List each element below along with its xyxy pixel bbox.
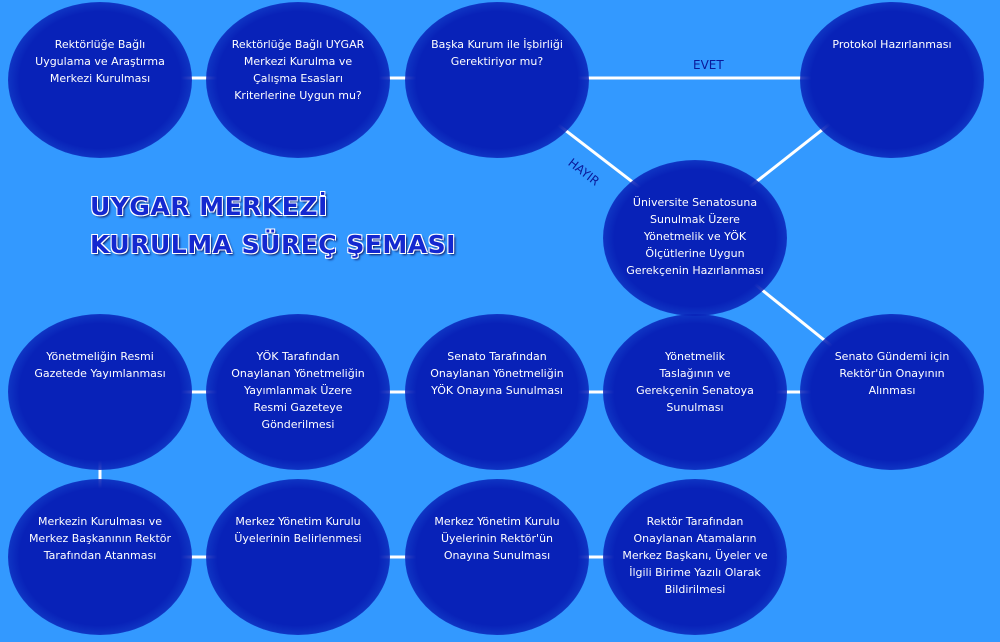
- process-node: Rektörlüğe Bağlı Uygulama ve Araştırma M…: [8, 2, 192, 158]
- process-node-label: Rektör Tarafından Onaylanan Atamaların M…: [622, 515, 768, 596]
- process-node: Rektörlüğe Bağlı UYGAR Merkezi Kurulma v…: [206, 2, 390, 158]
- process-node: Başka Kurum ile İşbirliği Gerektiriyor m…: [405, 2, 589, 158]
- process-node-label: Üniversite Senatosuna Sunulmak Üzere Yön…: [626, 196, 764, 277]
- diagram-title-line1: UYGAR MERKEZİ: [90, 192, 328, 221]
- process-node-label: Yönetmelik Taslağının ve Gerekçenin Sena…: [636, 350, 754, 414]
- process-node: Protokol Hazırlanması: [800, 2, 984, 158]
- process-node-label: Rektörlüğe Bağlı UYGAR Merkezi Kurulma v…: [231, 38, 365, 102]
- process-node-label: Rektörlüğe Bağlı Uygulama ve Araştırma M…: [35, 38, 165, 85]
- process-node: Yönetmelik Taslağının ve Gerekçenin Sena…: [603, 314, 787, 470]
- process-node: Merkez Yönetim Kurulu Üyelerinin Belirle…: [206, 479, 390, 635]
- process-node: Senato Tarafından Onaylanan Yönetmeliğin…: [405, 314, 589, 470]
- process-node-label: Merkez Yönetim Kurulu Üyelerinin Rektör'…: [434, 515, 560, 562]
- process-node: Yönetmeliğin Resmi Gazetede Yayımlanması: [8, 314, 192, 470]
- process-node: Merkez Yönetim Kurulu Üyelerinin Rektör'…: [405, 479, 589, 635]
- process-node: Senato Gündemi için Rektör'ün Onayının A…: [800, 314, 984, 470]
- edge-label-yes: EVET: [693, 58, 724, 72]
- process-node-label: Senato Tarafından Onaylanan Yönetmeliğin…: [430, 350, 564, 397]
- process-node-label: YÖK Tarafından Onaylanan Yönetmeliğin Ya…: [231, 350, 365, 431]
- process-node-label: Merkez Yönetim Kurulu Üyelerinin Belirle…: [234, 515, 362, 545]
- process-node-label: Yönetmeliğin Resmi Gazetede Yayımlanması: [34, 350, 166, 380]
- process-node-label: Başka Kurum ile İşbirliği Gerektiriyor m…: [431, 38, 563, 68]
- diagram-title-line2: KURULMA SÜREÇ ŞEMASI: [90, 230, 456, 259]
- process-node-label: Protokol Hazırlanması: [832, 38, 952, 51]
- process-node: Üniversite Senatosuna Sunulmak Üzere Yön…: [603, 160, 787, 316]
- process-node: Rektör Tarafından Onaylanan Atamaların M…: [603, 479, 787, 635]
- process-node: YÖK Tarafından Onaylanan Yönetmeliğin Ya…: [206, 314, 390, 470]
- process-node: Merkezin Kurulması ve Merkez Başkanının …: [8, 479, 192, 635]
- process-node-label: Senato Gündemi için Rektör'ün Onayının A…: [834, 350, 950, 397]
- process-node-label: Merkezin Kurulması ve Merkez Başkanının …: [28, 515, 172, 562]
